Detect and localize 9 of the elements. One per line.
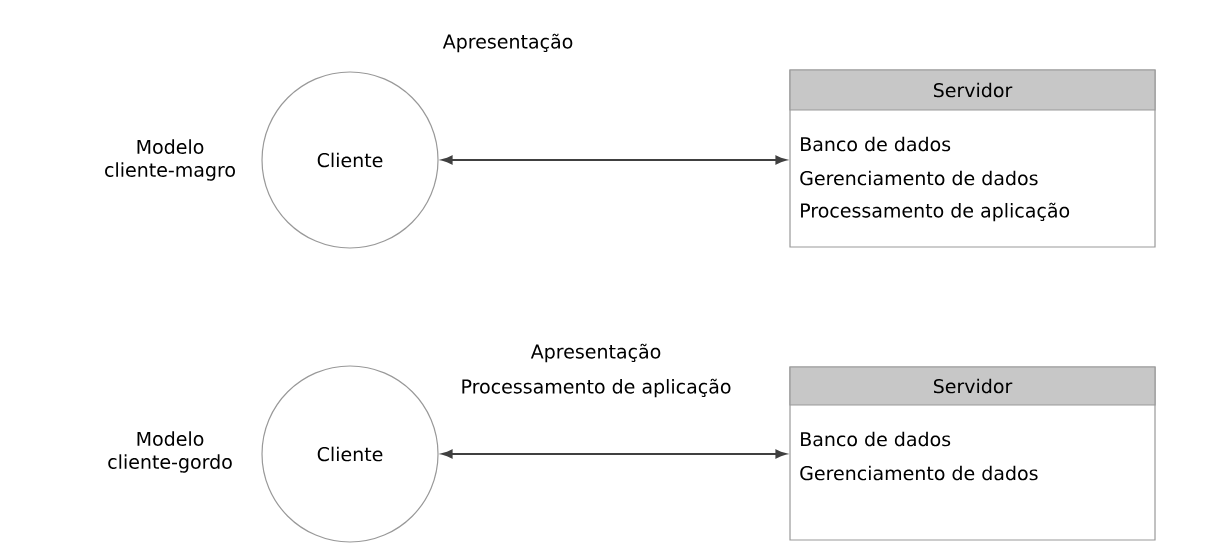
beside-text: Apresentação: [442, 33, 573, 53]
beside-text: Processamento de aplicação: [462, 378, 731, 398]
beside-text: Apresentação: [530, 343, 661, 363]
model-label: Modelo cliente-magro: [105, 139, 235, 181]
connector-arrow: [441, 155, 787, 165]
server-box: Servidor Banco de dados Gerenciamento de dados Processamento de aplicação: [789, 69, 1156, 248]
connector-arrow: [441, 449, 787, 459]
model-label: Modelo cliente-gordo: [108, 431, 232, 473]
server-box: Servidor Banco de dados Gerenciamento de dados: [789, 366, 1156, 541]
